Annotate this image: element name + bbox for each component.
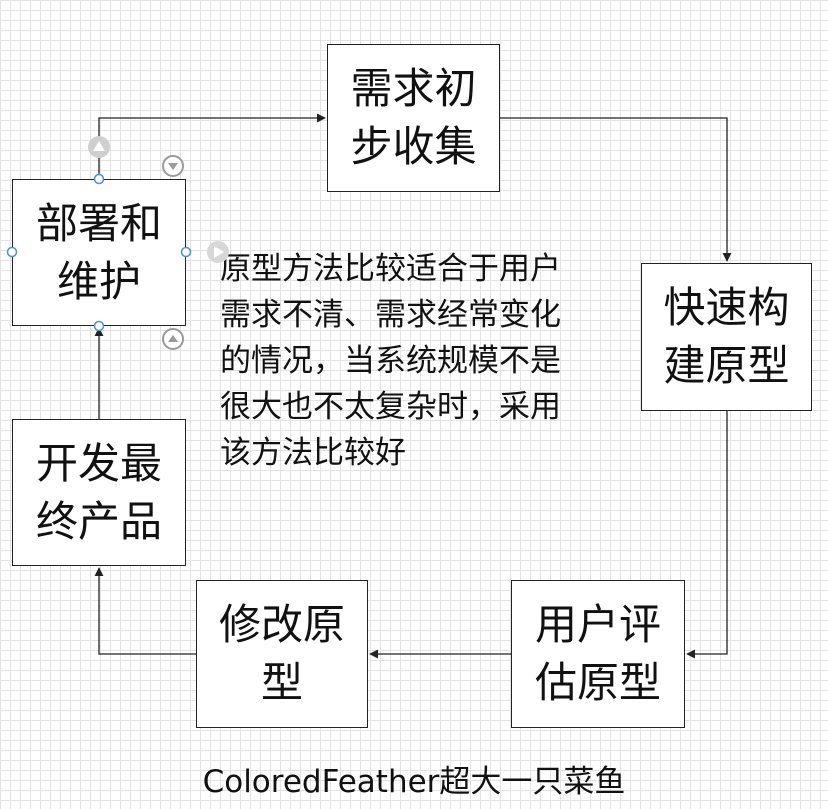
node-label: 用户评估原型	[534, 600, 661, 707]
node-modify-prototype[interactable]: 修改原型	[196, 580, 368, 728]
resize-handle-bottom[interactable]	[93, 320, 105, 332]
node-user-evaluation[interactable]: 用户评估原型	[511, 580, 685, 728]
node-rapid-prototype[interactable]: 快速构建原型	[641, 263, 812, 411]
node-label: 快速构建原型	[663, 283, 790, 390]
node-label: 需求初步收集	[350, 64, 477, 171]
resize-handle-left[interactable]	[6, 246, 18, 258]
resize-handle-right[interactable]	[180, 246, 192, 258]
node-deploy-maintain[interactable]: 部署和维护	[12, 179, 186, 326]
node-requirement-collection[interactable]: 需求初步收集	[327, 44, 500, 192]
node-label: 开发最终产品	[35, 438, 162, 546]
node-label: 修改原型	[218, 600, 345, 707]
annotation-text: 原型方法比较适合于用户 需求不清、需求经常变化 的情况，当系统规模不是 很大也不…	[220, 251, 561, 471]
watermark-text: ColoredFeather超大一只菜鱼	[202, 764, 626, 800]
chevron-up-icon[interactable]	[162, 328, 184, 350]
resize-handle-top[interactable]	[93, 173, 105, 185]
chevron-right-icon[interactable]	[207, 241, 229, 263]
connector-build-to-eval[interactable]	[686, 411, 728, 659]
rotate-handle-icon[interactable]	[88, 136, 110, 158]
connector-modify-to-final[interactable]	[94, 567, 196, 655]
connector-deploy-to-collect[interactable]	[98, 113, 326, 179]
chevron-down-icon[interactable]	[162, 155, 184, 177]
node-label: 部署和维护	[35, 198, 162, 306]
node-final-product[interactable]: 开发最终产品	[12, 419, 186, 566]
connector-collect-to-build[interactable]	[500, 117, 732, 262]
